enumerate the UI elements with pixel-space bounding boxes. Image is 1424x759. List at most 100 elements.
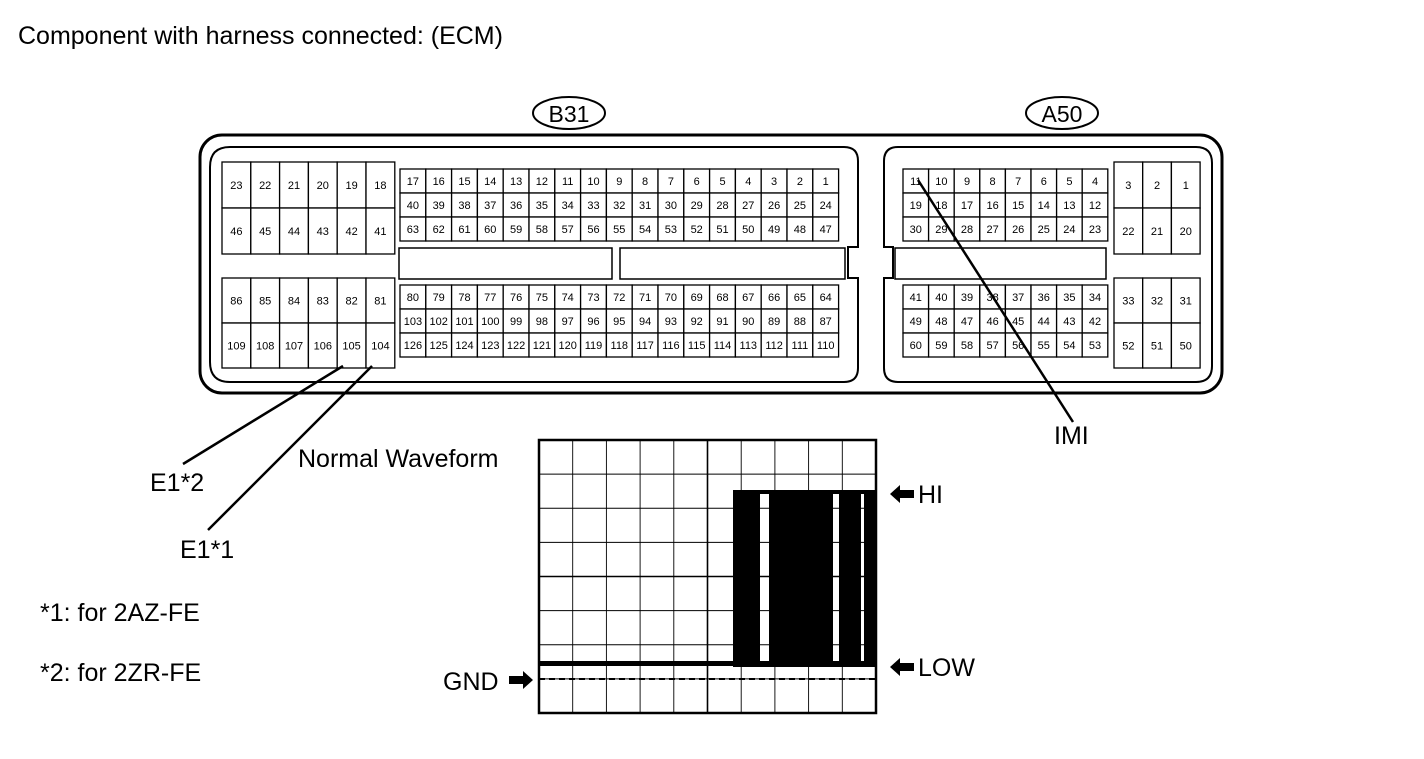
pin-label: 49: [768, 224, 780, 236]
pin-label: 37: [1012, 292, 1024, 304]
pin-label: 23: [230, 180, 242, 192]
pin-26: 26: [760, 192, 788, 218]
low-label: LOW: [918, 654, 975, 682]
pin-label: 46: [230, 226, 242, 238]
b31-divider-left: [398, 247, 613, 280]
waveform-title: Normal Waveform: [298, 445, 499, 473]
pin-label: 92: [691, 316, 703, 328]
pin-99: 99: [502, 308, 530, 334]
pin-46: 46: [979, 308, 1007, 334]
pin-label: 28: [716, 200, 728, 212]
leader-line-e1-2: [182, 364, 344, 466]
pin-25: 25: [786, 192, 814, 218]
pin-45: 45: [250, 207, 281, 255]
pin-label: 72: [613, 292, 625, 304]
pin-label: 9: [964, 176, 970, 188]
pin-53: 53: [657, 216, 685, 242]
pin-label: 61: [458, 224, 470, 236]
pin-label: 24: [1063, 224, 1075, 236]
pin-8: 8: [979, 168, 1007, 194]
pin-label: 104: [371, 341, 389, 353]
pin-label: 94: [639, 316, 651, 328]
pin-64: 64: [812, 284, 840, 310]
pin-label: 93: [665, 316, 677, 328]
pin-26: 26: [1004, 216, 1032, 242]
connector-name-b31: B31: [549, 101, 590, 127]
pin-label: 14: [484, 176, 496, 188]
pin-20: 20: [307, 161, 338, 209]
pin-25: 25: [1030, 216, 1058, 242]
callout-imi: IMI: [1054, 422, 1089, 450]
pin-label: 44: [1038, 316, 1050, 328]
pin-label: 59: [935, 340, 947, 352]
pin-label: 20: [317, 180, 329, 192]
pin-label: 1: [1183, 180, 1189, 192]
pin-label: 97: [562, 316, 574, 328]
pin-label: 71: [639, 292, 651, 304]
pin-label: 70: [665, 292, 677, 304]
pin-label: 26: [1012, 224, 1024, 236]
pin-41: 41: [365, 207, 396, 255]
pin-109: 109: [221, 322, 252, 369]
pin-35: 35: [528, 192, 556, 218]
pin-label: 29: [935, 224, 947, 236]
low-marker: LOW: [890, 654, 975, 682]
a50-shell: [883, 146, 1213, 383]
pin-105: 105: [336, 322, 367, 369]
pin-label: 21: [288, 180, 300, 192]
pin-7: 7: [657, 168, 685, 194]
pin-label: 26: [768, 200, 780, 212]
pin-label: 99: [510, 316, 522, 328]
pin-59: 59: [927, 332, 955, 358]
hi-label: HI: [918, 481, 943, 509]
pin-38: 38: [450, 192, 479, 218]
pin-91: 91: [708, 308, 737, 334]
pin-23: 23: [221, 161, 252, 209]
pin-6: 6: [1030, 168, 1058, 194]
pin-70: 70: [657, 284, 685, 310]
pin-label: 125: [430, 340, 448, 352]
pin-label: 122: [507, 340, 525, 352]
pin-117: 117: [631, 332, 659, 358]
pin-label: 21: [1151, 226, 1163, 238]
pin-label: 114: [714, 340, 732, 352]
pin-label: 6: [1041, 176, 1047, 188]
pin-label: 13: [510, 176, 522, 188]
pin-label: 30: [665, 200, 677, 212]
pin-label: 12: [1089, 200, 1101, 212]
pin-label: 13: [1063, 200, 1075, 212]
pin-label: 28: [961, 224, 973, 236]
pin-label: 123: [481, 340, 499, 352]
pin-2: 2: [1142, 161, 1173, 209]
pin-36: 36: [502, 192, 530, 218]
pin-48: 48: [927, 308, 955, 334]
pin-label: 69: [691, 292, 703, 304]
pin-label: 119: [585, 340, 603, 352]
pin-40: 40: [927, 284, 955, 310]
pin-8: 8: [631, 168, 659, 194]
pin-104: 104: [365, 322, 396, 369]
pin-label: 36: [510, 200, 522, 212]
pin-20: 20: [1170, 207, 1201, 255]
pin-label: 45: [1012, 316, 1024, 328]
pin-label: 54: [1063, 340, 1075, 352]
pin-39: 39: [425, 192, 453, 218]
connector-label-a50: A50: [1025, 96, 1099, 130]
pin-17: 17: [399, 168, 427, 194]
pin-label: 60: [484, 224, 496, 236]
pin-label: 55: [1038, 340, 1050, 352]
pin-label: 10: [587, 176, 599, 188]
pin-label: 88: [794, 316, 806, 328]
pin-24: 24: [1055, 216, 1083, 242]
pin-21: 21: [278, 161, 310, 209]
pin-label: 39: [961, 292, 973, 304]
pin-label: 19: [345, 180, 357, 192]
pin-label: 40: [935, 292, 947, 304]
pin-28: 28: [708, 192, 737, 218]
pin-label: 86: [230, 296, 242, 308]
pin-76: 76: [502, 284, 530, 310]
pin-label: 23: [1089, 224, 1101, 236]
